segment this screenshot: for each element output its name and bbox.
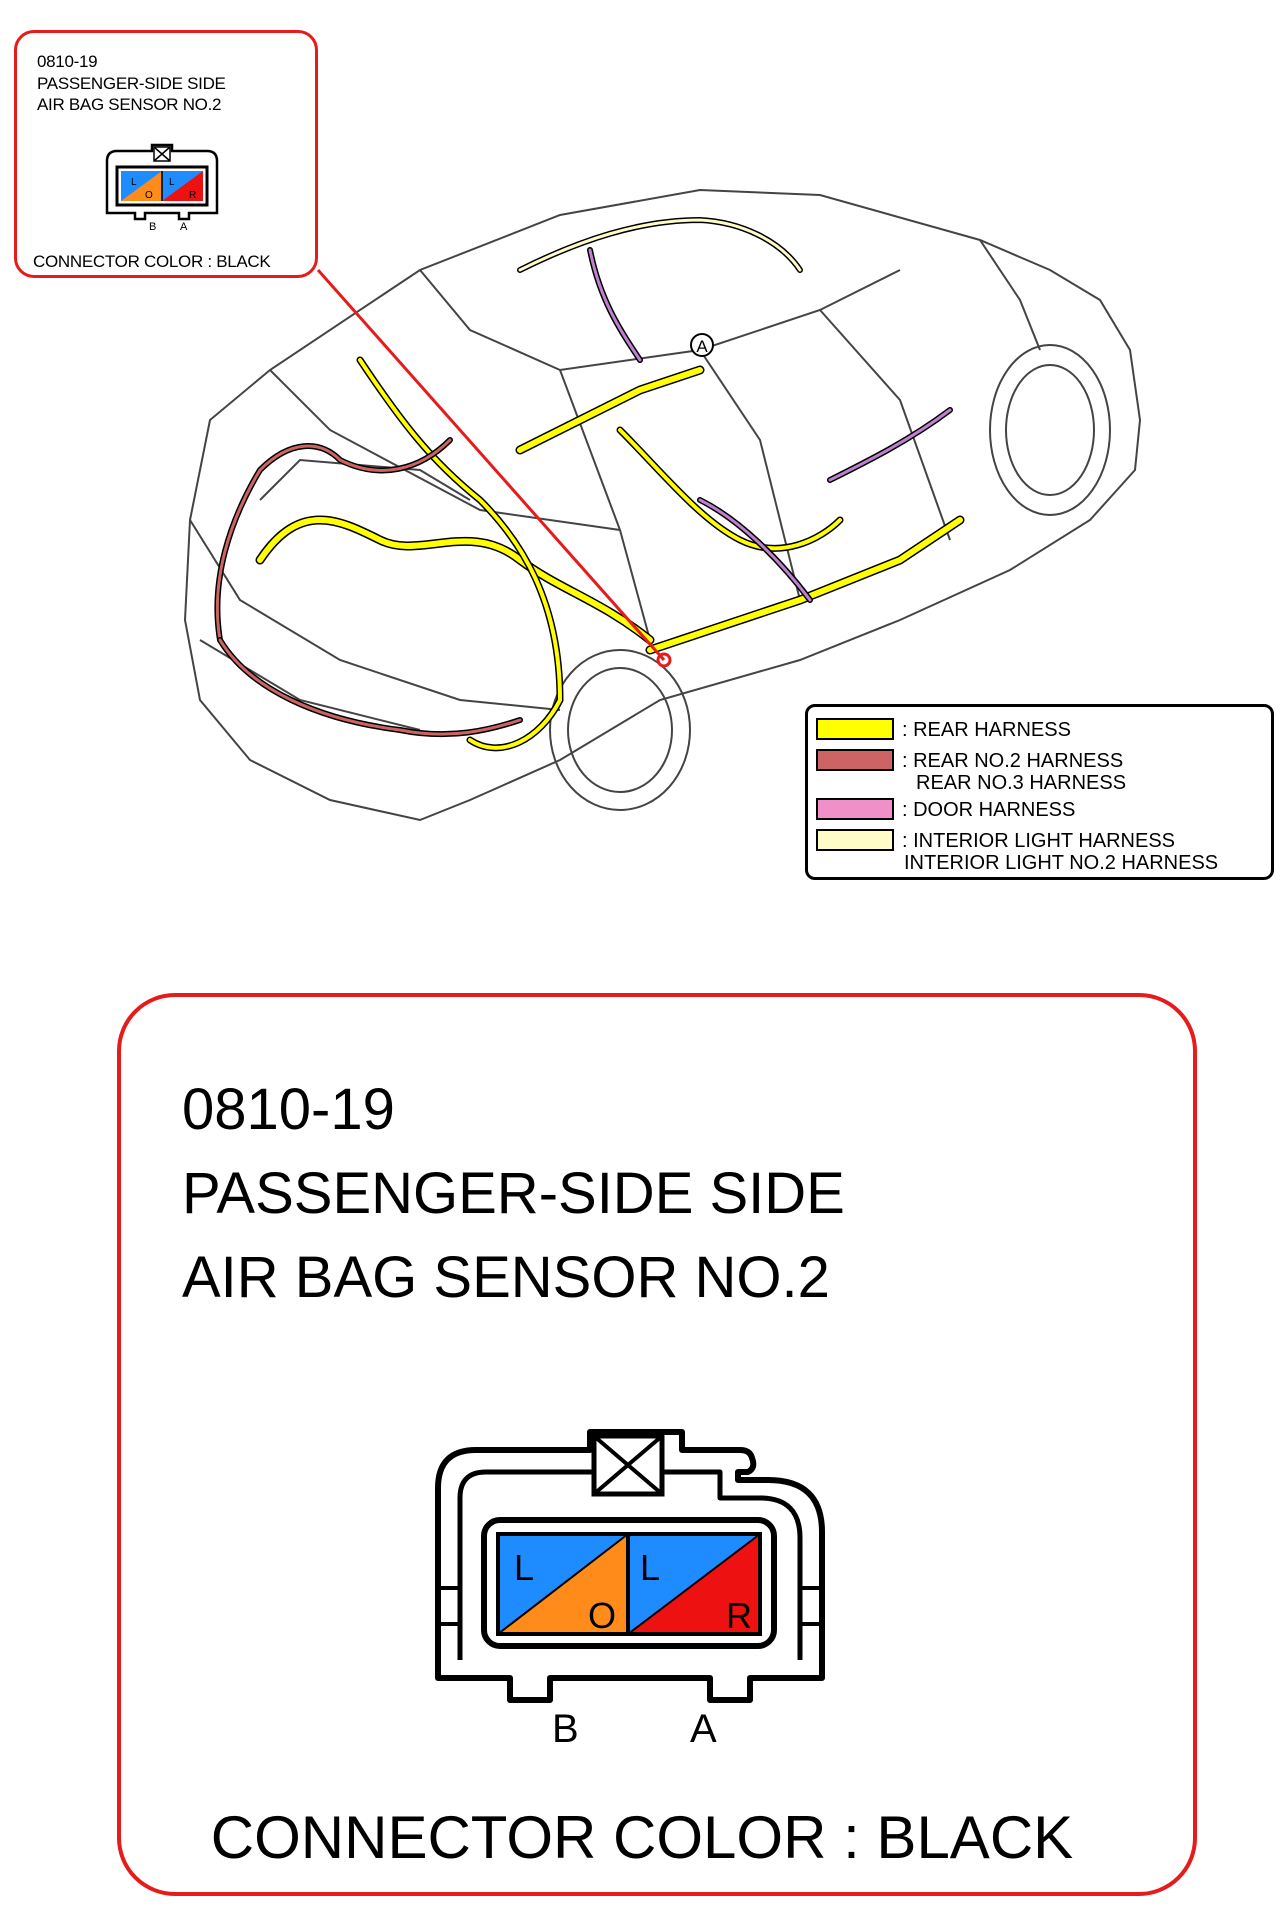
connector-color-small: CONNECTOR COLOR : BLACK: [33, 252, 271, 271]
vehicle-harness-illustration: A: [183, 188, 1142, 822]
connector-color-label: CONNECTOR COLOR : BLACK: [210, 1804, 1074, 1871]
legend-swatch-yellow: [816, 718, 894, 740]
connector-name-line1: PASSENGER-SIDE SIDE: [182, 1161, 845, 1226]
pin-b-wire1-letter: L: [514, 1547, 534, 1588]
pin-a-wire1-letter: L: [640, 1547, 660, 1588]
connector-code: 0810-19: [182, 1077, 395, 1142]
pin-a-wire2-small: R: [189, 190, 196, 201]
connector-name-line1-small: PASSENGER-SIDE SIDE: [37, 74, 226, 93]
legend-label: : REAR NO.2 HARNESS: [902, 750, 1124, 772]
callout-leader-line: [316, 269, 666, 661]
connector-code-small: 0810-19: [37, 52, 98, 71]
pin-b-wire2-letter: O: [588, 1595, 616, 1636]
pin-b-wire1-small: L: [131, 177, 137, 188]
reference-marker-letter: A: [696, 337, 708, 356]
legend-label: : DOOR HARNESS: [902, 799, 1076, 821]
harness-wires: [214, 216, 965, 752]
connector-name-line2-small: AIR BAG SENSOR NO.2: [37, 95, 222, 114]
reference-marker-circle: [690, 333, 714, 357]
pin-b-wire2-small: O: [145, 190, 153, 201]
connector-callout-large: [117, 993, 1197, 1896]
connector-name-line2: AIR BAG SENSOR NO.2: [182, 1245, 830, 1310]
pin-a-label: A: [690, 1707, 717, 1751]
pin-a-wire2-letter: R: [726, 1595, 752, 1636]
pin-a-label-small: A: [180, 221, 188, 231]
lock-cross-icon: [592, 1434, 664, 1496]
connector-face-diagram: L O L R: [435, 1429, 825, 1703]
legend-label-line2: INTERIOR LIGHT NO.2 HARNESS: [904, 852, 1219, 874]
legend-swatch-pale-yellow: [816, 829, 894, 851]
legend-swatch-red: [816, 749, 894, 771]
vehicle-outline: [183, 188, 1142, 822]
pin-b-label-small: B: [149, 221, 156, 231]
pin-a-wire1-small: L: [169, 177, 175, 188]
connector-housing-inner: [457, 1469, 803, 1660]
legend-label: : REAR HARNESS: [902, 719, 1071, 741]
legend-swatch-pink: [816, 798, 894, 820]
legend-label-line2: REAR NO.3 HARNESS: [916, 772, 1127, 794]
connector-face-icon-small: L O L R B A: [105, 143, 219, 231]
harness-legend: : REAR HARNESS : REAR NO.2 HARNESS REAR …: [805, 704, 1274, 880]
connector-callout-small: 0810-19 PASSENGER-SIDE SIDE AIR BAG SENS…: [14, 30, 318, 278]
legend-label: : INTERIOR LIGHT HARNESS: [902, 830, 1176, 852]
pin-b-label: B: [552, 1707, 579, 1751]
connector-location-marker: [656, 652, 672, 668]
